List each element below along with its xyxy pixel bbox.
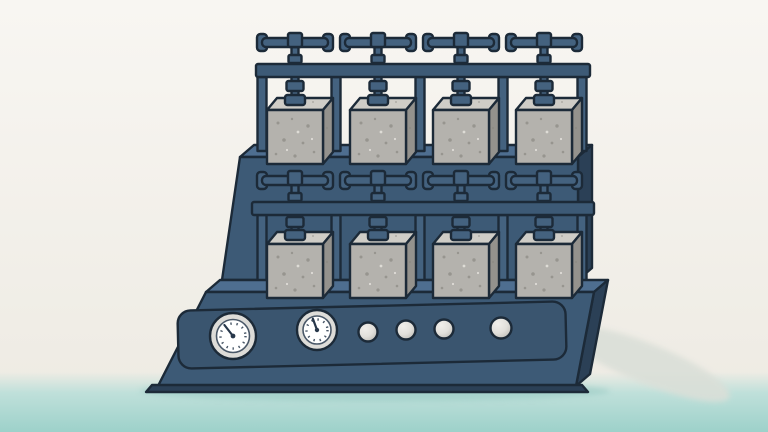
top-tier [254,31,592,166]
press-pad [449,93,473,107]
press-pad [532,228,556,242]
middle-tier [250,169,596,287]
gauge-hub [314,327,320,333]
press-pad [366,228,390,242]
press-pad [283,228,307,242]
press-pad [366,93,390,107]
knob-4 [489,316,513,340]
control-panel [176,300,568,370]
gauge-hub [230,333,236,339]
concrete-cube-mid-4 [514,230,584,300]
concrete-cube-mid-2 [348,230,418,300]
concrete-cube-top-3 [431,96,501,166]
gauge-ticks [305,318,329,342]
knob-1 [357,321,379,343]
top-beam [254,62,592,79]
concrete-cube-top-2 [348,96,418,166]
cast-shadow [566,326,730,402]
concrete-cube-top-4 [514,96,584,166]
press-pad [532,93,556,107]
gauge-ticks [219,322,247,350]
gauge-small [295,308,339,352]
middle-beam [250,200,596,217]
concrete-cube-top-1 [265,96,335,166]
frame-post [256,75,268,153]
concrete-cube-mid-3 [431,230,501,300]
frame-post [256,213,268,287]
knob-3 [433,318,455,340]
press-pad [283,93,307,107]
knob-2 [395,319,417,341]
press-pad [449,228,473,242]
gauge-large [208,311,258,361]
base-strip [144,383,590,394]
concrete-cube-mid-1 [265,230,335,300]
